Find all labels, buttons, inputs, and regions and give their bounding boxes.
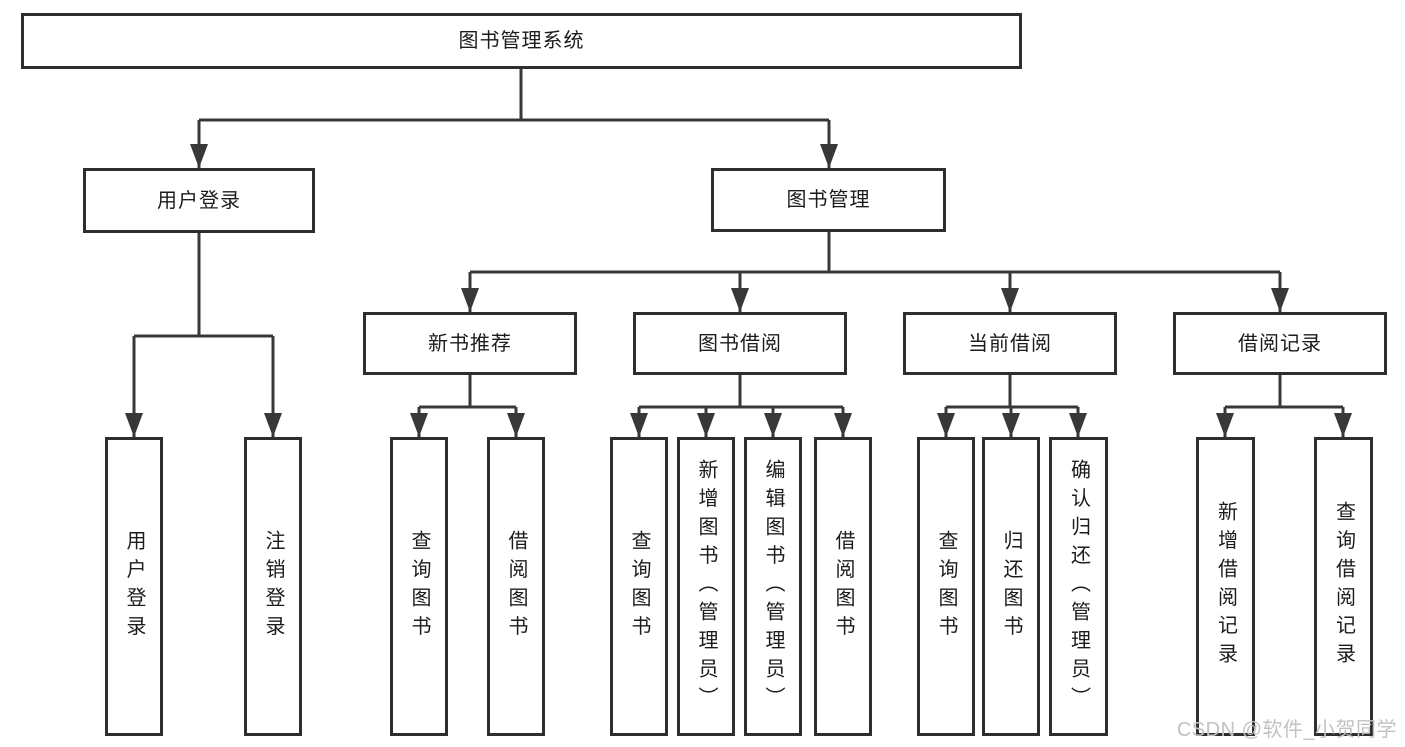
node-user-login: 用户登录 (83, 168, 315, 233)
leaf-borrow-books-1: 借阅图书 (487, 437, 545, 736)
leaf-user-login-label: 用户登录 (123, 529, 145, 644)
node-book-management: 图书管理 (711, 168, 946, 232)
csdn-watermark: CSDN @软件_小贺同学 (1176, 719, 1397, 741)
leaf-query-books-3: 查询图书 (917, 437, 975, 736)
leaf-edit-book-admin-label: 编辑图书（管理员） (762, 458, 784, 715)
leaf-confirm-return-admin: 确认归还（管理员） (1049, 437, 1108, 736)
node-root: 图书管理系统 (21, 13, 1022, 69)
node-borrow-records: 借阅记录 (1173, 312, 1387, 375)
leaf-borrow-books-1-label: 借阅图书 (505, 529, 527, 644)
leaf-logout-label: 注销登录 (262, 529, 284, 644)
node-book-borrow-label: 图书借阅 (698, 332, 782, 355)
node-root-label: 图书管理系统 (458, 30, 585, 52)
leaf-add-borrow-record-label: 新增借阅记录 (1214, 501, 1237, 672)
leaf-add-book-admin: 新增图书（管理员） (677, 437, 735, 736)
leaf-add-book-admin-label: 新增图书（管理员） (695, 458, 717, 715)
leaf-add-borrow-record: 新增借阅记录 (1196, 437, 1255, 736)
node-book-management-label: 图书管理 (786, 189, 871, 211)
leaf-return-books-label: 归还图书 (1000, 529, 1022, 644)
leaf-query-books-2-label: 查询图书 (628, 529, 650, 644)
leaf-user-login: 用户登录 (105, 437, 163, 736)
leaf-confirm-return-admin-label: 确认归还（管理员） (1067, 458, 1090, 715)
leaf-query-books-1-label: 查询图书 (408, 529, 430, 644)
leaf-query-books-3-label: 查询图书 (935, 529, 957, 644)
node-user-login-label: 用户登录 (157, 189, 241, 212)
leaf-query-borrow-record-label: 查询借阅记录 (1332, 501, 1355, 672)
node-current-borrow: 当前借阅 (903, 312, 1117, 375)
node-book-borrow: 图书借阅 (633, 312, 847, 375)
leaf-query-books-1: 查询图书 (390, 437, 448, 736)
node-new-book-recommend-label: 新书推荐 (428, 332, 512, 355)
node-new-book-recommend: 新书推荐 (363, 312, 577, 375)
leaf-logout: 注销登录 (244, 437, 302, 736)
leaf-query-books-2: 查询图书 (610, 437, 668, 736)
leaf-borrow-books-2-label: 借阅图书 (832, 529, 854, 644)
leaf-return-books: 归还图书 (982, 437, 1040, 736)
node-current-borrow-label: 当前借阅 (968, 332, 1052, 355)
leaf-edit-book-admin: 编辑图书（管理员） (744, 437, 802, 736)
leaf-query-borrow-record: 查询借阅记录 (1314, 437, 1373, 736)
leaf-borrow-books-2: 借阅图书 (814, 437, 872, 736)
node-borrow-records-label: 借阅记录 (1238, 332, 1322, 355)
